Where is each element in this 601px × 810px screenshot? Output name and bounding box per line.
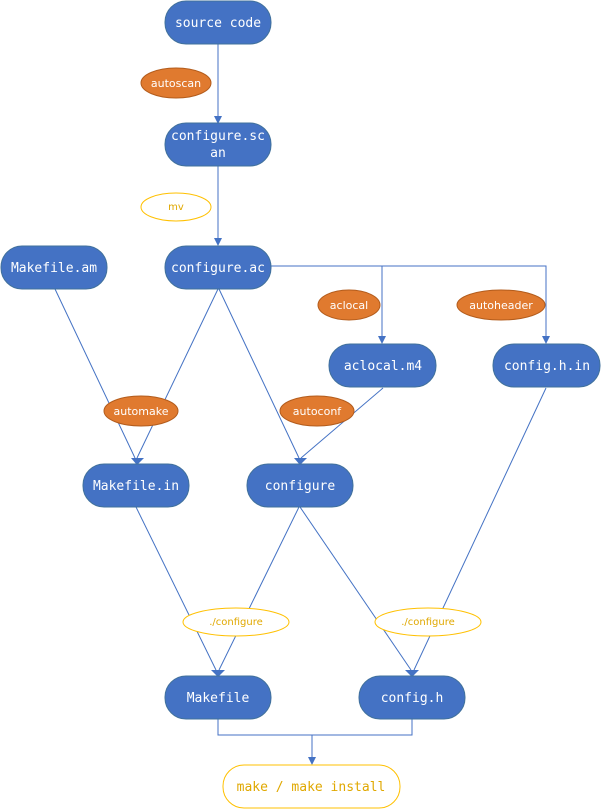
node-label: Makefile.in bbox=[93, 479, 179, 494]
node-label: an bbox=[210, 146, 226, 161]
node-aclocal-m4[interactable]: aclocal.m4 bbox=[328, 343, 437, 388]
tool-configure-left: ./configure bbox=[182, 607, 290, 637]
node-source-code[interactable]: source code bbox=[164, 0, 272, 45]
edge-configure-to-makefile bbox=[218, 506, 300, 671]
node-make-install[interactable]: make / make install bbox=[222, 764, 401, 809]
node-label: configure.ac bbox=[171, 261, 265, 276]
tool-label: autoheader bbox=[469, 299, 533, 312]
tool-mv: mv bbox=[140, 192, 212, 222]
tool-label: autoscan bbox=[151, 77, 201, 90]
edge-ac-to-makefile-in bbox=[136, 288, 219, 459]
edge-makefile-to-make bbox=[217, 719, 413, 736]
tool-autoconf: autoconf bbox=[279, 395, 355, 427]
node-label: make / make install bbox=[237, 780, 386, 795]
arrowhead bbox=[542, 336, 550, 344]
tool-label: mv bbox=[168, 202, 184, 213]
edge-configure-to-config-h bbox=[299, 506, 412, 671]
node-makefile-am[interactable]: Makefile.am bbox=[0, 245, 108, 290]
tool-automake: automake bbox=[103, 395, 179, 427]
node-label: config.h.in bbox=[504, 359, 590, 374]
node-label: Makefile.am bbox=[11, 261, 97, 276]
edges bbox=[54, 44, 550, 765]
node-label: configure bbox=[265, 479, 336, 494]
arrowhead bbox=[378, 336, 386, 344]
node-label: config.h bbox=[381, 691, 444, 706]
tool-label: aclocal bbox=[330, 299, 368, 312]
node-label: aclocal.m4 bbox=[344, 359, 422, 374]
node-config-h[interactable]: config.h bbox=[358, 675, 466, 720]
arrowhead bbox=[211, 670, 225, 677]
tool-label: ./configure bbox=[209, 617, 263, 628]
tool-aclocal: aclocal bbox=[317, 289, 381, 321]
node-configure[interactable]: configure bbox=[246, 463, 354, 508]
tool-autoheader: autoheader bbox=[456, 289, 546, 321]
tool-configure-right: ./configure bbox=[374, 607, 482, 637]
tool-autoscan: autoscan bbox=[140, 67, 212, 99]
edge-ac-to-configure bbox=[218, 288, 300, 459]
edge-ac-to-config-h-in bbox=[382, 265, 547, 338]
arrowhead bbox=[405, 670, 419, 677]
tool-label: autoconf bbox=[293, 405, 343, 418]
node-makefile-in[interactable]: Makefile.in bbox=[82, 463, 190, 508]
edge-makefile-in-to-makefile bbox=[135, 506, 217, 671]
tool-label: automake bbox=[114, 405, 169, 418]
arrowhead bbox=[294, 458, 307, 465]
node-label: Makefile bbox=[187, 691, 250, 706]
edge-makefile-am-to-makefile-in bbox=[54, 288, 136, 459]
node-configure-scan[interactable]: configure.sc an bbox=[164, 122, 272, 167]
node-makefile[interactable]: Makefile bbox=[164, 675, 272, 720]
node-label: configure.sc bbox=[171, 129, 265, 144]
arrowhead bbox=[214, 116, 222, 124]
arrowhead bbox=[308, 757, 316, 765]
node-label: source code bbox=[175, 16, 261, 31]
node-config-h-in[interactable]: config.h.in bbox=[492, 343, 601, 388]
edge-aclocal-m4-to-configure bbox=[300, 387, 384, 459]
tool-label: ./configure bbox=[401, 617, 455, 628]
arrowhead bbox=[214, 238, 222, 246]
node-configure-ac[interactable]: configure.ac bbox=[164, 245, 272, 290]
arrowhead bbox=[131, 458, 144, 465]
